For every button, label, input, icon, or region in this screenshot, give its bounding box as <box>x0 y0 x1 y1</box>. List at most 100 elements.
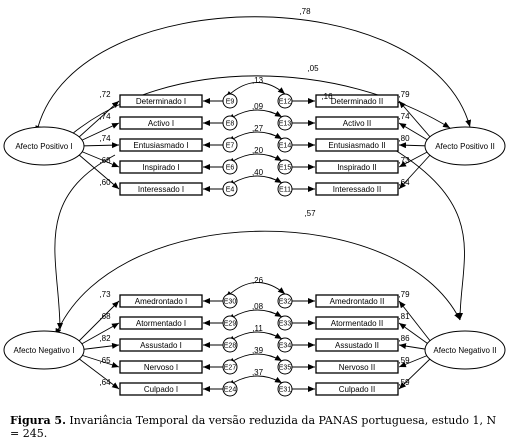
negative-error-corr-arc-4 <box>227 375 283 386</box>
positive-loading-right-value-3: ,73 <box>398 156 410 165</box>
negative-error-left-label-1: E29 <box>224 321 237 328</box>
negative-error-corr-value-3: ,39 <box>252 346 264 355</box>
positive-loading-right-value-0: ,79 <box>398 90 410 99</box>
positive-latent-left <box>3 126 85 166</box>
negative-item-left-label-0: Amedrontado I <box>135 297 187 306</box>
positive-item-right-label-3: Inspirado II <box>337 163 377 172</box>
negative-error-right-label-4: E31 <box>279 387 292 394</box>
negative-error-left-4 <box>222 381 238 397</box>
negative-error-corr-value-1: ,08 <box>252 302 264 311</box>
negative-loading-right-value-3: ,59 <box>398 356 410 365</box>
negative-item-right-label-0: Amedrontado II <box>330 297 385 306</box>
negative-item-left-4 <box>119 382 203 396</box>
positive-cross-correlation-value: ,05 <box>307 64 319 73</box>
negative-loading-left-value-0: ,73 <box>99 290 111 299</box>
negative-item-right-0 <box>315 294 399 308</box>
negative-error-corr-arc-2 <box>227 331 283 342</box>
negative-item-left-label-2: Assustado I <box>140 341 182 350</box>
negative-latent-right <box>424 330 506 370</box>
positive-item-left-0 <box>119 94 203 108</box>
positive-loading-left-value-3: ,68 <box>99 156 111 165</box>
negative-latent-correlation-arc <box>55 230 461 336</box>
positive-item-left-label-2: Entusiasmado I <box>133 141 188 150</box>
positive-error-right-4 <box>277 181 293 197</box>
negative-error-right-1 <box>277 315 293 331</box>
negative-error-left-label-4: E24 <box>224 387 237 394</box>
positive-latent-left-label: Afecto Positivo I <box>15 142 72 151</box>
negative-error-right-label-3: E35 <box>279 365 292 372</box>
negative-latent-correlation-value: ,57 <box>304 209 316 218</box>
positive-error-corr-arc-4 <box>227 175 283 186</box>
positive-error-right-label-2: E14 <box>279 143 292 150</box>
negative-error-right-label-1: E33 <box>279 321 292 328</box>
caption-label: Figura 5. <box>10 414 66 427</box>
positive-item-left-label-4: Interessado I <box>138 185 184 194</box>
positive-loading-left-4 <box>77 153 120 190</box>
positive-error-corr-value-1: ,09 <box>252 102 264 111</box>
positive-error-corr-arc-3 <box>227 153 283 164</box>
positive-item-left-2 <box>119 138 203 152</box>
negative-error-right-4 <box>277 381 293 397</box>
negative-loading-left-value-4: ,64 <box>99 378 111 387</box>
positive-error-corr-value-4: ,40 <box>252 168 264 177</box>
positive-error-corr-value-3: ,20 <box>252 146 264 155</box>
negative-loading-right-value-0: ,79 <box>398 290 410 299</box>
positive-error-left-4 <box>222 181 238 197</box>
positive-loading-right-3 <box>398 149 432 168</box>
positive-cross-correlation-value-2: ,16 <box>321 92 333 101</box>
positive-error-left-3 <box>222 159 238 175</box>
negative-latent-right-label: Afecto Negativo II <box>433 346 496 355</box>
positive-error-left-label-1: E8 <box>226 121 235 128</box>
negative-item-right-label-4: Culpado II <box>339 385 375 394</box>
positive-error-right-3 <box>277 159 293 175</box>
negative-loading-left-0 <box>77 300 120 343</box>
positive-to-negative-right-curve <box>394 149 465 321</box>
negative-outer-error-corr-arc <box>225 282 286 298</box>
positive-error-left-label-4: E4 <box>226 187 235 194</box>
negative-loading-right-value-1: ,81 <box>398 312 410 321</box>
negative-item-left-label-3: Nervoso I <box>144 363 178 372</box>
negative-error-left-2 <box>222 337 238 353</box>
positive-loading-right-value-2: ,80 <box>398 134 410 143</box>
positive-outer-error-corr-value: ,13 <box>252 76 264 85</box>
positive-latent-right-label: Afecto Positivo II <box>435 142 495 151</box>
positive-item-right-4 <box>315 182 399 196</box>
positive-outer-error-corr-arc <box>225 82 286 98</box>
negative-error-left-label-0: E30 <box>224 299 237 306</box>
negative-error-right-label-2: E34 <box>279 343 292 350</box>
positive-error-right-2 <box>277 137 293 153</box>
positive-latent-correlation-value: ,78 <box>299 7 311 16</box>
positive-error-left-label-0: E9 <box>226 99 235 106</box>
positive-loading-right-value-1: ,74 <box>398 112 410 121</box>
positive-item-left-label-3: Inspirado I <box>142 163 179 172</box>
positive-latent-right <box>424 126 506 166</box>
positive-error-corr-arc-1 <box>227 109 283 120</box>
negative-error-corr-arc-1 <box>227 309 283 320</box>
negative-loading-left-value-1: ,68 <box>99 312 111 321</box>
positive-item-right-label-2: Entusiasmado II <box>328 141 385 150</box>
positive-error-left-2 <box>222 137 238 153</box>
negative-item-right-label-2: Assustado II <box>335 341 379 350</box>
positive-loading-left-value-0: ,72 <box>99 90 111 99</box>
negative-loading-right-value-4: ,59 <box>398 378 410 387</box>
positive-error-corr-value-2: ,27 <box>252 124 264 133</box>
negative-error-right-0 <box>277 293 293 309</box>
positive-item-left-4 <box>119 182 203 196</box>
negative-error-corr-arc-3 <box>227 353 283 364</box>
positive-error-right-1 <box>277 115 293 131</box>
negative-error-right-label-0: E32 <box>279 299 292 306</box>
positive-error-left-label-3: E6 <box>226 165 235 172</box>
positive-error-right-label-4: E11 <box>279 187 291 194</box>
negative-error-corr-value-2: ,11 <box>252 324 263 333</box>
negative-loading-left-3 <box>77 353 120 368</box>
positive-item-left-label-0: Determinado I <box>136 97 186 106</box>
negative-item-left-2 <box>119 338 203 352</box>
negative-item-left-label-4: Culpado I <box>144 385 178 394</box>
negative-item-left-label-1: Atormentado I <box>136 319 186 328</box>
negative-item-right-4 <box>315 382 399 396</box>
negative-item-right-3 <box>315 360 399 374</box>
positive-item-left-label-1: Activo I <box>148 119 174 128</box>
positive-error-left-1 <box>222 115 238 131</box>
figure-caption: Figura 5. Invariância Temporal da versão… <box>10 414 505 440</box>
